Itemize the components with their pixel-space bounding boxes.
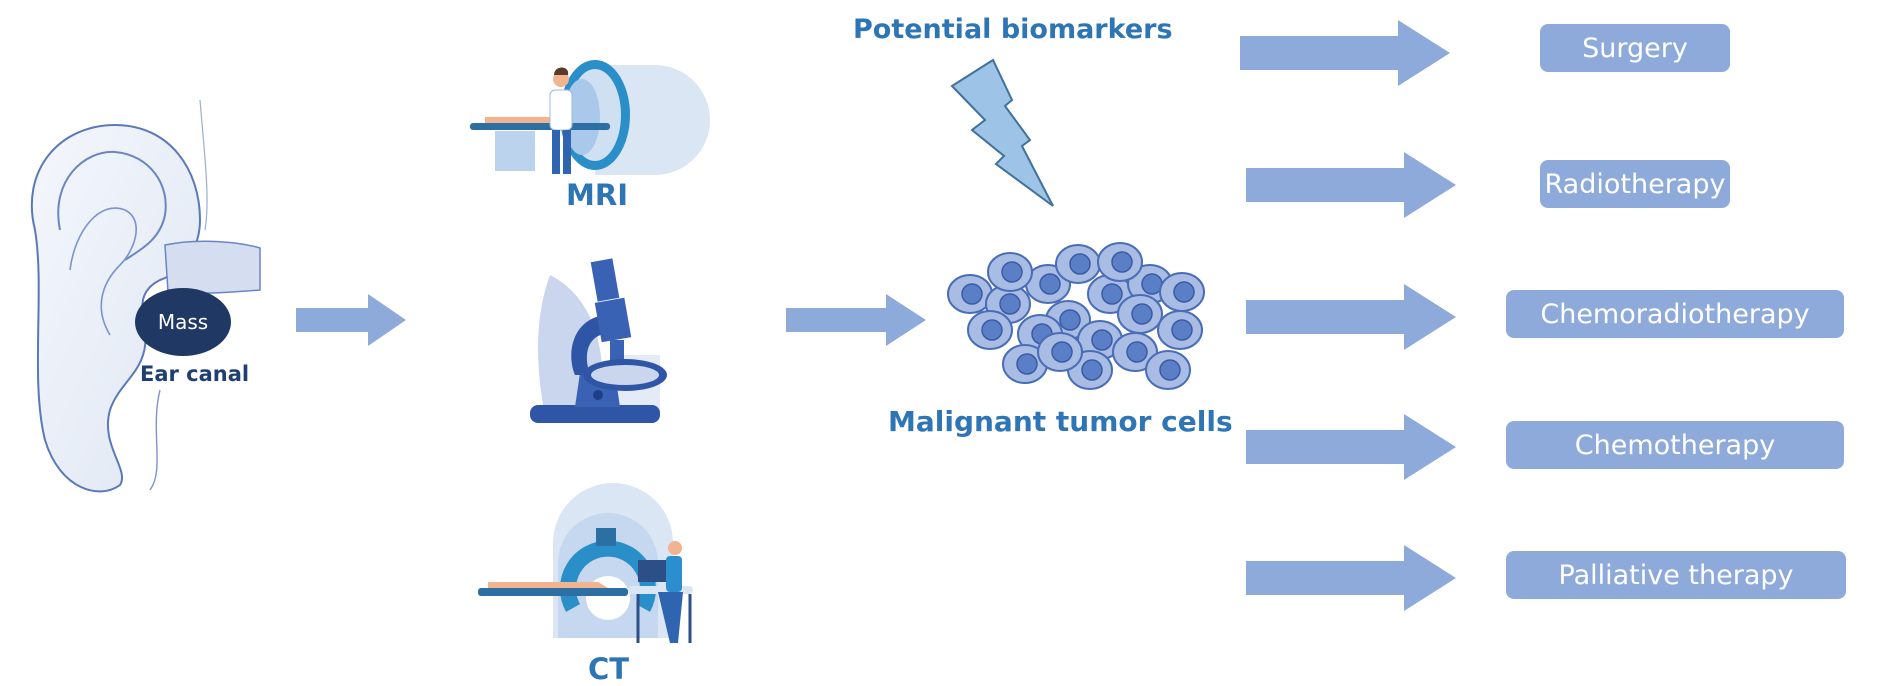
mass-ellipse: Mass — [135, 288, 231, 356]
treatment-arrow-2 — [1246, 152, 1456, 218]
tumor-cell — [1145, 350, 1191, 390]
ct-label: CT — [588, 652, 630, 686]
tumor-cell — [1077, 320, 1123, 360]
tumor-cell — [1112, 332, 1158, 372]
tumor-cell — [1157, 310, 1203, 350]
flow-arrow-2 — [786, 294, 926, 346]
treatment-label: Palliative therapy — [1558, 559, 1794, 591]
tumor-cell — [1037, 332, 1083, 372]
biomarkers-label: Potential biomarkers — [853, 14, 1173, 45]
treatment-arrow-3 — [1246, 284, 1456, 350]
ear-canal-shape — [164, 240, 261, 295]
ear-illustration — [30, 99, 261, 493]
tumor-cells-cluster — [947, 242, 1205, 390]
tumor-label: Malignant tumor cells — [888, 405, 1233, 438]
treatment-label: Chemotherapy — [1574, 429, 1776, 461]
treatment-box-chemoradiotherapy[interactable]: Chemoradiotherapy — [1506, 290, 1844, 338]
tumor-cell — [1002, 344, 1048, 384]
tumor-cell — [967, 310, 1013, 350]
treatment-arrow-4 — [1246, 414, 1456, 480]
microscope-icon — [530, 258, 667, 423]
treatment-box-palliative-therapy[interactable]: Palliative therapy — [1506, 551, 1846, 599]
treatment-box-chemotherapy[interactable]: Chemotherapy — [1506, 421, 1844, 469]
ear-canal-label: Ear canal — [140, 362, 250, 386]
mass-label: Mass — [157, 310, 209, 334]
treatment-label: Surgery — [1582, 32, 1688, 64]
face-line — [199, 99, 208, 231]
treatment-box-surgery[interactable]: Surgery — [1540, 24, 1730, 72]
treatment-arrow-1 — [1240, 20, 1450, 86]
mri-label: MRI — [566, 178, 628, 212]
treatment-box-radiotherapy[interactable]: Radiotherapy — [1540, 160, 1730, 208]
tumor-cell — [1097, 242, 1143, 282]
tumor-cell — [947, 274, 993, 314]
tumor-cell — [1117, 294, 1163, 334]
tumor-cell — [987, 252, 1033, 292]
ear-lobe-line — [149, 389, 161, 491]
mri-scanner-icon — [470, 60, 710, 175]
ear-antihelix — [69, 207, 137, 336]
tumor-cell — [1055, 244, 1101, 284]
tumor-cell — [1159, 272, 1205, 312]
flow-arrow-1 — [296, 294, 406, 346]
treatment-label: Chemoradiotherapy — [1540, 298, 1810, 330]
ct-scanner-icon — [478, 483, 693, 643]
ear-helix — [57, 150, 167, 261]
treatment-label: Radiotherapy — [1544, 168, 1726, 200]
lightning-bolt-icon — [950, 58, 1054, 207]
treatment-arrow-5 — [1246, 545, 1456, 611]
